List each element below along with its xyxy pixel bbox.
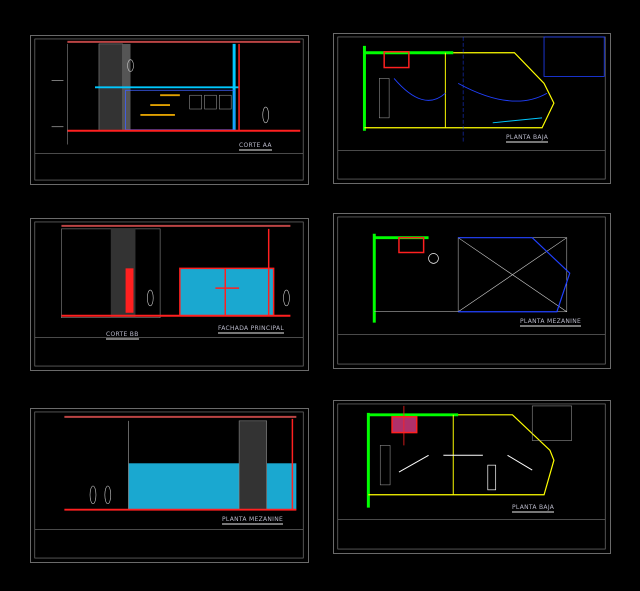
sheet-title: PLANTA MEZANINE [520,318,582,327]
plan-drawing [337,216,606,365]
sheet-title: PLANTA BAJA [506,134,549,143]
sheet-corte-bb-fachada[interactable]: CORTE BB FACHADA PRINCIPAL [30,218,309,371]
section-elevation-drawing [34,221,304,367]
section-drawing [34,38,304,181]
plan-drawing [337,403,606,550]
plan-drawing [337,36,606,180]
sheet-title: CORTE BB [106,331,139,340]
sheet-corte-aa[interactable]: CORTE AA [30,35,309,185]
sheet-title: PLANTA MEZANINE [222,516,284,525]
sheet-title-2: FACHADA PRINCIPAL [218,325,285,334]
sheet-planta-mezanine[interactable]: PLANTA MEZANINE [333,213,611,369]
sheet-title: PLANTA BAJA [512,504,555,513]
sheet-mezanine-elevation[interactable]: PLANTA MEZANINE [30,408,309,563]
sheet-planta-baja[interactable]: PLANTA BAJA [333,33,611,184]
sheet-title: CORTE AA [239,142,272,151]
elevation-drawing [34,411,304,559]
sheet-planta-baja-furnished[interactable]: PLANTA BAJA [333,400,611,554]
